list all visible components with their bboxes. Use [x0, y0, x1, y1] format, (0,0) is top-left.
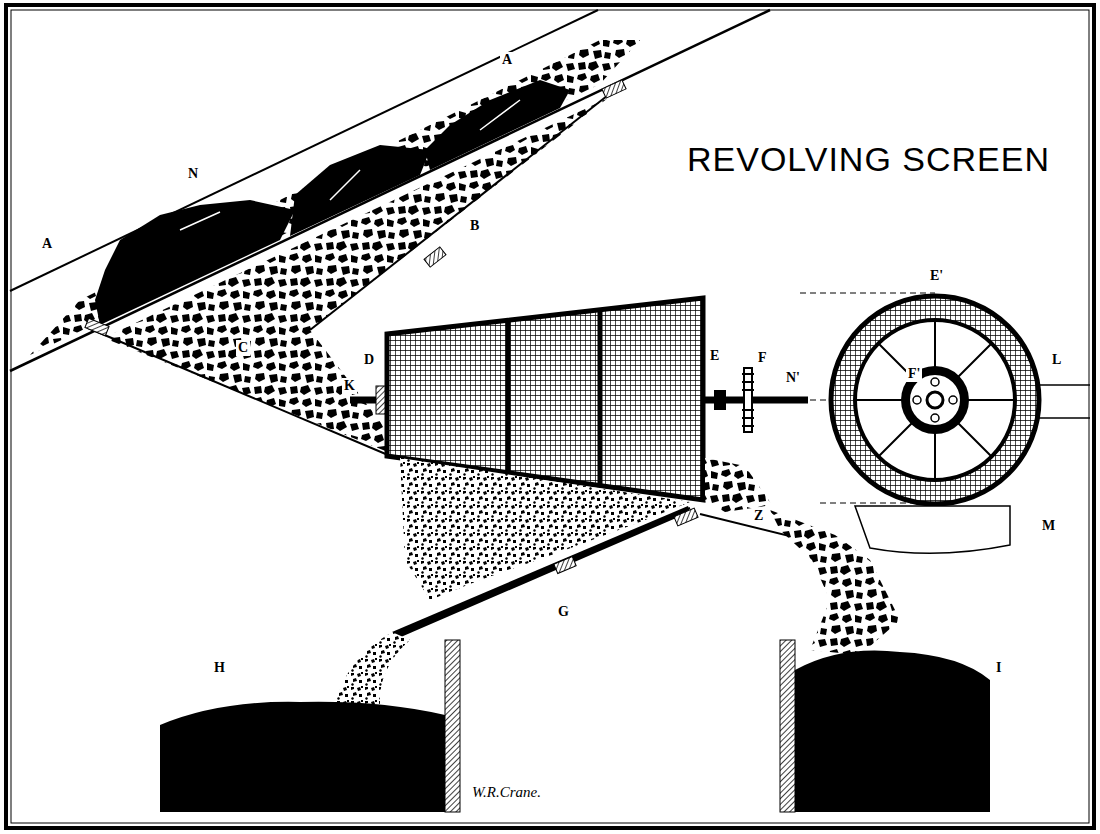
bolt [931, 414, 939, 422]
frame-inner [11, 10, 1089, 823]
part-letter: E' [928, 268, 945, 284]
bin-wall [780, 640, 795, 812]
part-letter: N' [784, 370, 802, 386]
casing-segment [855, 506, 1010, 553]
part-letter: B [468, 218, 481, 234]
part-letter: F [756, 350, 769, 366]
gear [744, 368, 752, 432]
collar [714, 390, 726, 410]
fines-pile [160, 702, 445, 812]
gear-teeth [742, 374, 754, 426]
screen-ring [855, 320, 1015, 480]
part-letter: H [212, 660, 227, 676]
support [85, 318, 109, 336]
bolt [931, 378, 939, 386]
hub-bore [927, 392, 943, 408]
frame [6, 5, 1094, 828]
signature: W.R.Crane. [470, 784, 543, 800]
fines-on-chute [392, 506, 690, 640]
hub [901, 366, 969, 434]
part-letter: Z [752, 508, 765, 524]
support [602, 80, 626, 98]
bolt [949, 396, 957, 404]
coarse-pile [795, 650, 990, 812]
fines-fall [335, 632, 410, 705]
part-letter: K [342, 378, 357, 394]
coarse-fall [770, 510, 900, 655]
screen-ring [506, 321, 511, 473]
part-letter: A [500, 52, 514, 68]
part-letter: L [1050, 352, 1063, 368]
bolt [913, 396, 921, 404]
part-letter: D [362, 352, 376, 368]
part-letter: N [186, 166, 200, 182]
screen-end-view [831, 296, 1039, 504]
bin-wall [445, 640, 460, 812]
support [424, 247, 446, 267]
part-letter: M [1040, 518, 1057, 534]
screen-ring [598, 310, 603, 486]
support [674, 508, 698, 526]
part-letter: I [994, 660, 1003, 676]
part-letter: F' [906, 366, 922, 382]
part-letter: E [708, 348, 721, 364]
part-letter: A [40, 236, 54, 252]
coarse-stream [705, 458, 772, 512]
diagram-title: REVOLVING SCREEN [684, 140, 1053, 179]
part-letter: G [556, 604, 571, 620]
spoke [855, 320, 1015, 480]
support [554, 556, 576, 573]
chute-b [310, 92, 612, 330]
part-letter: C [236, 340, 250, 356]
chute-c [88, 328, 388, 455]
